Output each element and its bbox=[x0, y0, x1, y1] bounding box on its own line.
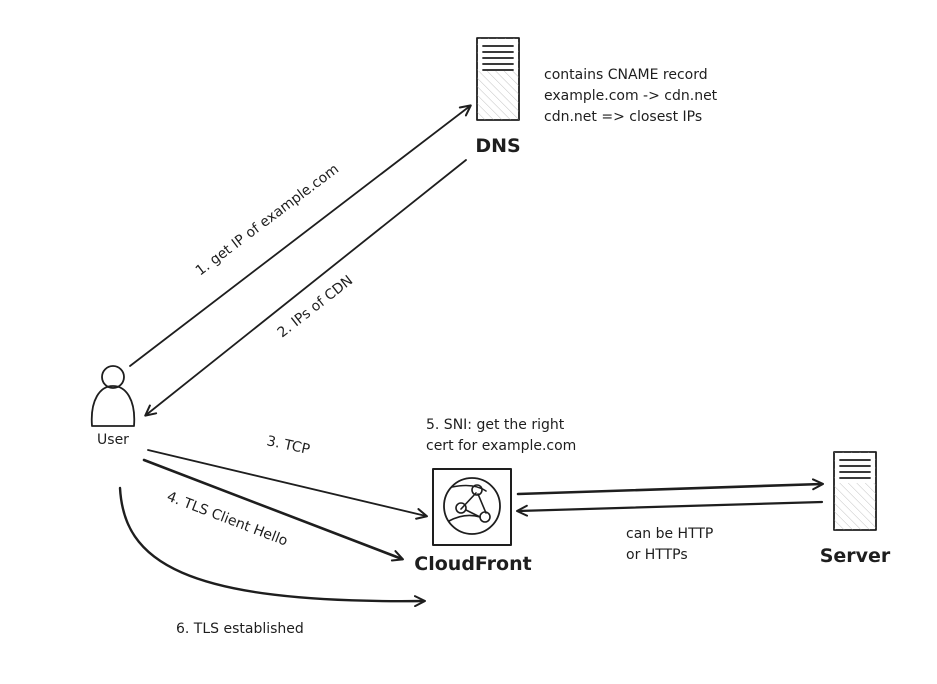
http-note-line-2: or HTTPs bbox=[626, 547, 688, 563]
http-note: can be HTTP or HTTPs bbox=[626, 526, 713, 563]
server-icon bbox=[833, 451, 877, 531]
step4-label: 4. TLS Client Hello bbox=[165, 489, 290, 550]
dns-note-line-1: contains CNAME record bbox=[544, 67, 708, 83]
dns-note-line-2: example.com -> cdn.net bbox=[544, 88, 718, 104]
sni-note: 5. SNI: get the right cert for example.c… bbox=[426, 417, 576, 454]
dns-note-line-3: cdn.net => closest IPs bbox=[544, 109, 702, 125]
dns-note: contains CNAME record example.com -> cdn… bbox=[544, 67, 718, 125]
step2-label: 2. IPs of CDN bbox=[275, 273, 356, 342]
user-icon bbox=[90, 365, 136, 427]
cloudfront-label: CloudFront bbox=[414, 553, 531, 575]
dns-label: DNS bbox=[475, 135, 520, 157]
dns-node: DNS bbox=[475, 37, 521, 157]
arrow-tls-established bbox=[118, 486, 426, 608]
arrow-cloudfront-to-server bbox=[516, 478, 824, 496]
server-icon bbox=[476, 37, 520, 121]
user-label: User bbox=[97, 432, 129, 448]
server-label: Server bbox=[820, 545, 891, 567]
arrow-tcp bbox=[147, 449, 428, 520]
arrow-server-to-cloudfront bbox=[516, 500, 824, 517]
arrow-user-to-dns bbox=[129, 104, 472, 367]
step3-label: 3. TCP bbox=[265, 433, 311, 458]
sni-note-line-2: cert for example.com bbox=[426, 438, 576, 454]
step6-label: 6. TLS established bbox=[176, 621, 304, 637]
cloudfront-icon bbox=[432, 468, 512, 546]
edge-cloudfront-server bbox=[516, 478, 824, 517]
http-note-line-1: can be HTTP bbox=[626, 526, 713, 542]
server-node: Server bbox=[820, 451, 891, 567]
arrow-tls-client-hello bbox=[142, 458, 404, 562]
edge-step4: 4. TLS Client Hello bbox=[142, 458, 404, 562]
cloudfront-node: CloudFront bbox=[414, 468, 532, 575]
arrow-dns-to-user bbox=[144, 159, 467, 417]
edge-step6: 6. TLS established bbox=[118, 486, 426, 637]
sni-note-line-1: 5. SNI: get the right bbox=[426, 417, 565, 433]
user-node: User bbox=[90, 365, 136, 448]
